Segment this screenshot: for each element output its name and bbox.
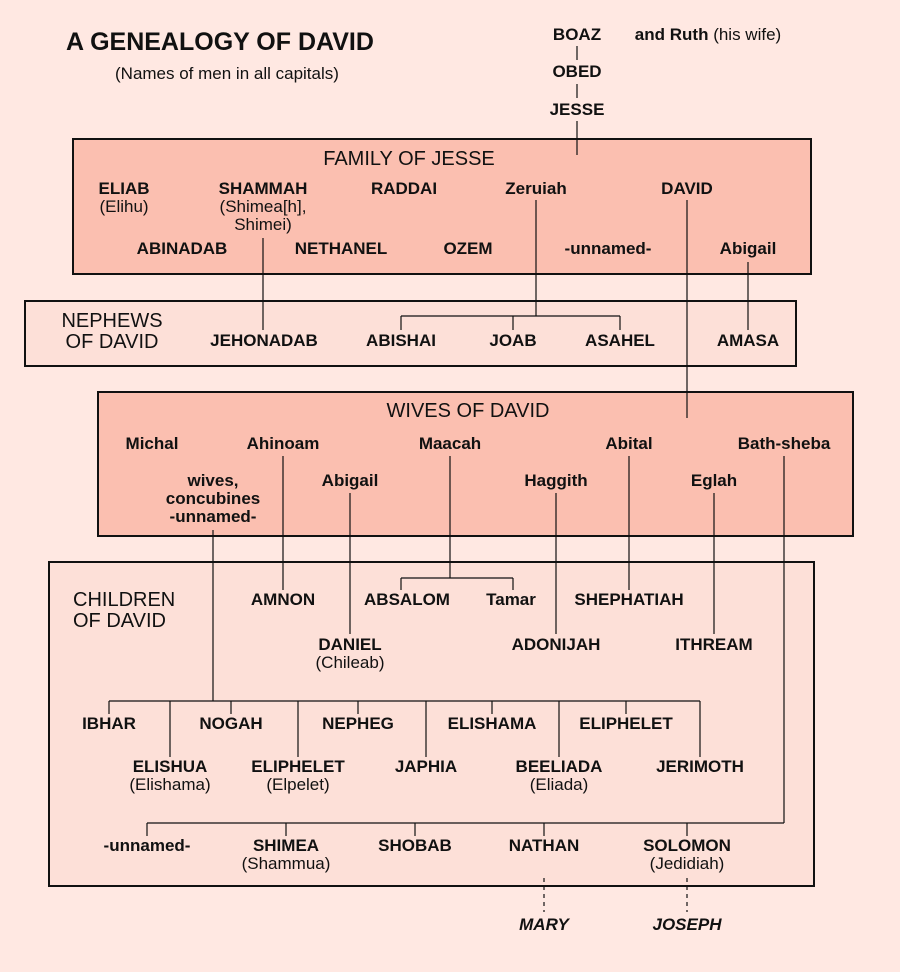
family-heading: FAMILY OF JESSE <box>323 148 495 170</box>
children-heading-line2: OF DAVID <box>73 610 166 632</box>
name-unnamed-sibling: -unnamed- <box>564 239 652 258</box>
name-shephatiah: SHEPHATIAH <box>574 590 684 609</box>
name-abigail-sister: Abigail <box>719 239 777 258</box>
nephews-heading-line2: OF DAVID <box>65 331 159 353</box>
nephews-box <box>24 300 797 367</box>
children-heading-line1: CHILDREN <box>73 589 176 611</box>
name-nogah: NOGAH <box>199 714 263 733</box>
name-abishai: ABISHAI <box>366 331 436 350</box>
name-eglah: Eglah <box>690 471 738 490</box>
name-zeruiah: Zeruiah <box>505 179 567 198</box>
nephews-heading-line1: NEPHEWS <box>61 310 163 332</box>
name-boaz: BOAZ <box>552 25 602 44</box>
name-solomon: SOLOMON <box>643 836 731 855</box>
wives-heading: WIVES OF DAVID <box>386 400 550 422</box>
name-other-wives-2: concubines <box>165 489 261 508</box>
name-amasa: AMASA <box>716 331 780 350</box>
name-elishama: ELISHAMA <box>447 714 537 733</box>
name-joab: JOAB <box>489 331 537 350</box>
name-ibhar: IBHAR <box>82 714 136 733</box>
name-joseph: JOSEPH <box>652 915 722 934</box>
name-eliphelet-2-alt: (Elpelet) <box>266 775 330 794</box>
name-elishua: ELISHUA <box>132 757 208 776</box>
name-adonijah: ADONIJAH <box>511 635 601 654</box>
name-asahel: ASAHEL <box>585 331 655 350</box>
name-shammah-alt2: Shimei) <box>234 215 292 234</box>
name-elishua-alt: (Elishama) <box>129 775 211 794</box>
name-daniel-alt: (Chileab) <box>315 653 385 672</box>
name-michal: Michal <box>125 434 179 453</box>
name-eliphelet-2: ELIPHELET <box>251 757 345 776</box>
ruth-note: (his wife) <box>713 25 782 44</box>
name-nathan: NATHAN <box>508 836 580 855</box>
name-solomon-alt: (Jedidiah) <box>649 854 725 873</box>
name-abital: Abital <box>605 434 653 453</box>
wives-box <box>97 391 854 537</box>
page-subtitle: (Names of men in all capitals) <box>115 64 339 83</box>
name-eliab-alt: (Elihu) <box>99 197 149 216</box>
name-shimea: SHIMEA <box>252 836 320 855</box>
name-other-wives-3: -unnamed- <box>169 507 257 526</box>
name-abinadab: ABINADAB <box>136 239 228 258</box>
name-maacah: Maacah <box>418 434 482 453</box>
name-abigail-wife: Abigail <box>321 471 379 490</box>
name-nethanel: NETHANEL <box>294 239 388 258</box>
name-nepheg: NEPHEG <box>322 714 394 733</box>
name-other-wives-1: wives, <box>187 471 239 490</box>
family-of-jesse-box <box>72 138 812 275</box>
name-mary: MARY <box>519 915 569 934</box>
name-eliphelet: ELIPHELET <box>579 714 673 733</box>
name-beeliada-alt: (Eliada) <box>529 775 589 794</box>
name-amnon: AMNON <box>250 590 316 609</box>
name-shimea-alt: (Shammua) <box>241 854 331 873</box>
name-eliab: ELIAB <box>98 179 150 198</box>
name-shammah: SHAMMAH <box>218 179 308 198</box>
name-tamar: Tamar <box>486 590 536 609</box>
page-title: A GENEALOGY OF DAVID <box>66 28 374 56</box>
name-ruth: and Ruth (his wife) <box>635 26 781 44</box>
name-haggith: Haggith <box>524 471 588 490</box>
name-shobab: SHOBAB <box>378 836 452 855</box>
name-jehonadab: JEHONADAB <box>210 331 318 350</box>
ruth-label: and Ruth <box>634 25 709 44</box>
name-shammah-alt1: (Shimea[h], <box>219 197 307 216</box>
name-jesse: JESSE <box>549 100 605 119</box>
name-obed: OBED <box>552 62 602 81</box>
name-raddai: RADDAI <box>370 179 438 198</box>
name-david: DAVID <box>661 179 713 198</box>
name-ahinoam: Ahinoam <box>246 434 320 453</box>
name-ithream: ITHREAM <box>675 635 753 654</box>
name-ozem: OZEM <box>443 239 493 258</box>
name-jerimoth: JERIMOTH <box>656 757 744 776</box>
name-absalom: ABSALOM <box>364 590 450 609</box>
name-unnamed-child: -unnamed- <box>103 836 191 855</box>
name-japhia: JAPHIA <box>394 757 458 776</box>
name-beeliada: BEELIADA <box>515 757 603 776</box>
name-bathsheba: Bath-sheba <box>737 434 831 453</box>
name-daniel: DANIEL <box>318 635 382 654</box>
